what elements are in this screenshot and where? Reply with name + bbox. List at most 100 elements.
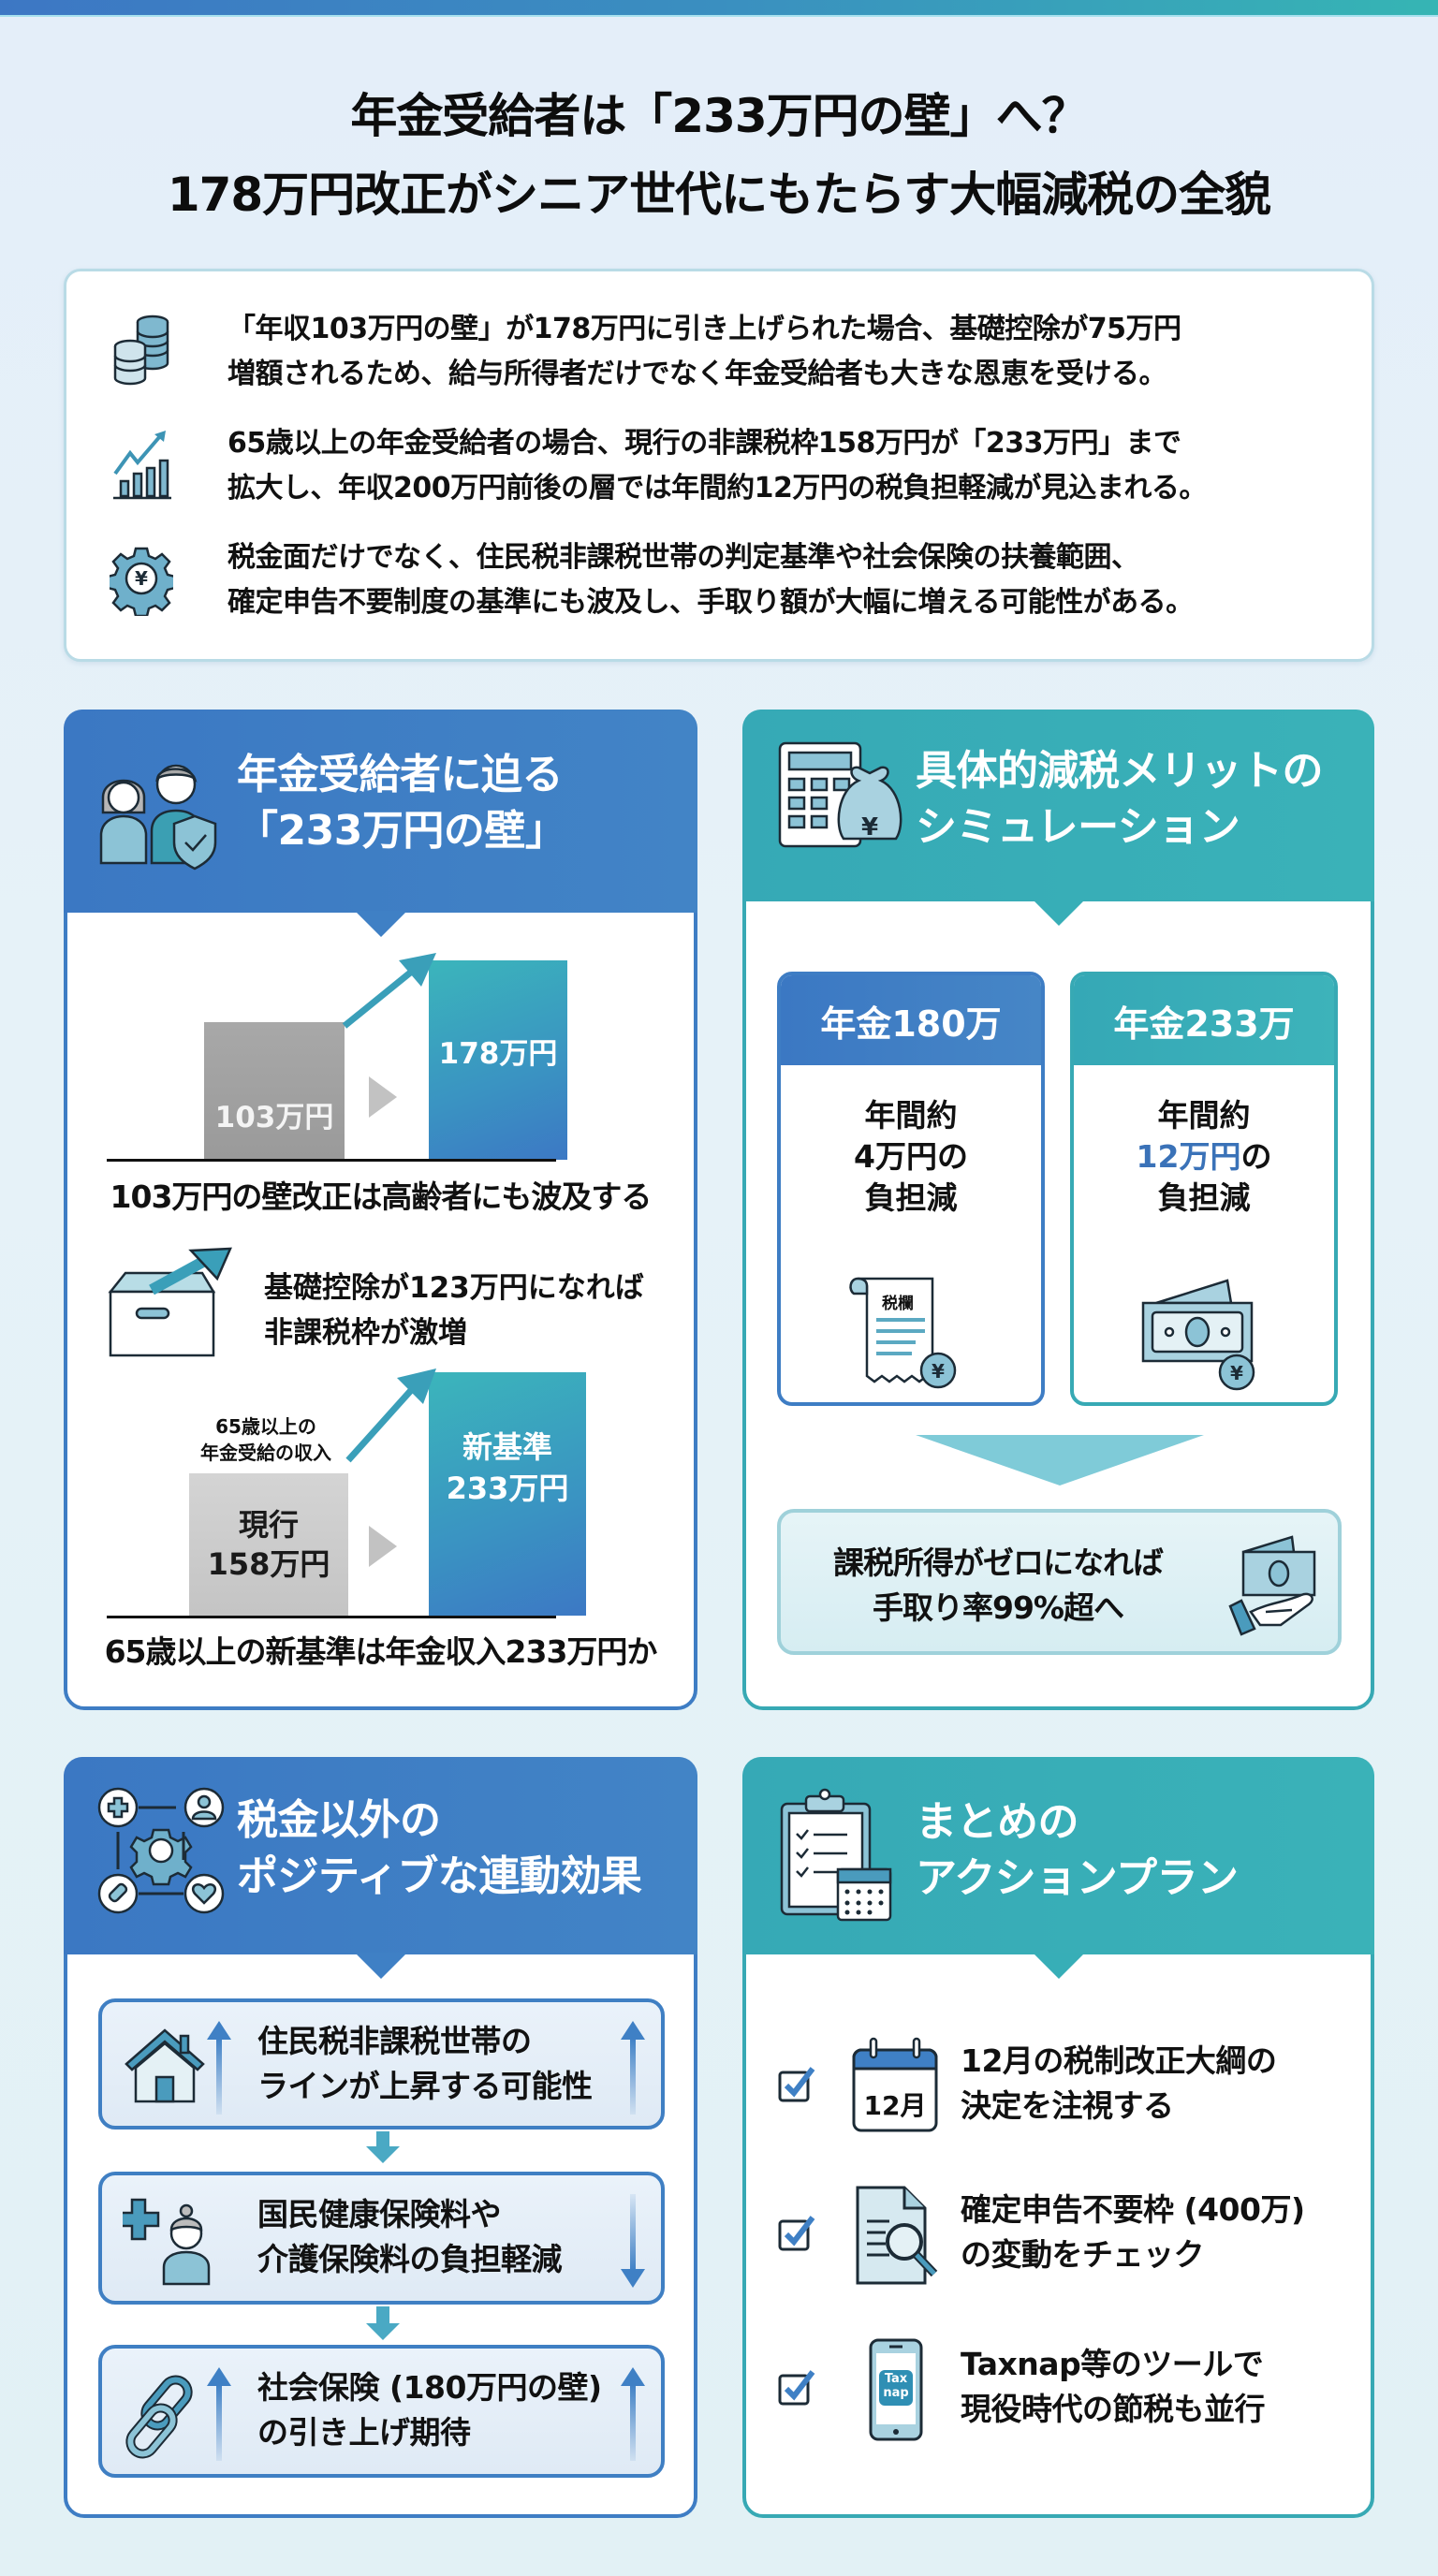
senior-couple-shield-icon	[99, 764, 217, 871]
action-text: 確定申告不要枠 (400万) の変動をチェック	[961, 2188, 1305, 2277]
action-line: 現役時代の節税も並行	[961, 2391, 1266, 2427]
clipboard-calendar-icon	[780, 1788, 892, 1922]
sim-line: 負担減	[864, 1179, 958, 1216]
action-item-tax-filing: 確定申告不要枠 (400万) の変動をチェック	[777, 2176, 1348, 2298]
panel-header: 税金以外の ポジティブな連動効果	[64, 1757, 697, 1979]
checkbox-checked-icon[interactable]	[777, 2366, 818, 2408]
chart-caption: 103万円の壁改正は高齢者にも波及する	[110, 1178, 653, 1215]
bar-old-103: 103万円	[204, 1022, 345, 1160]
linkage-line: 住民税非課税世帯の	[257, 2023, 532, 2059]
panel-title-line: ポジティブな連動効果	[237, 1852, 642, 1900]
receipt-label: 税欄	[882, 1295, 914, 1313]
summary-item: 65歳以上の年金受給者の場合、現行の非課税枠158万円が「233万円」まで 拡大…	[66, 414, 1372, 517]
sim-card-header: 年金180万	[781, 975, 1041, 1065]
header-pointer	[354, 911, 407, 937]
house-icon	[125, 2028, 205, 2103]
calendar-label: 12月	[863, 2090, 927, 2121]
linkage-item-health-insurance: 国民健康保険料や 介護保険料の負担軽減	[98, 2172, 665, 2305]
sim-line: 負担減	[1157, 1179, 1251, 1216]
page-title: 年金受給者は「233万円の壁」へ？ 178万円改正がシニア世代にもたらす大幅減税…	[0, 77, 1438, 234]
panel-header: ¥ 具体的減税メリットの シミュレーション	[742, 710, 1374, 926]
panel-title-line: シミュレーション	[916, 803, 1240, 851]
result-text: 課税所得がゼロになれば 手取り率99%超へ	[833, 1541, 1164, 1631]
deduction-text: 基礎控除が123万円になれば 非課税枠が激増	[264, 1266, 644, 1355]
panel-header: まとめの アクションプラン	[742, 1757, 1374, 1979]
linkage-line: 介護保険料の負担軽減	[257, 2241, 563, 2277]
chart-baseline	[107, 1159, 556, 1162]
panel-title: まとめの アクションプラン	[916, 1794, 1239, 1907]
flow-arrow-stem	[376, 2306, 389, 2323]
chain-link-icon	[125, 2375, 193, 2459]
app-label-line: Tax	[884, 2372, 908, 2386]
summary-text-line: 65歳以上の年金受給者の場合、現行の非課税枠158万円が「233万円」まで	[227, 427, 1181, 460]
svg-text:¥: ¥	[1230, 1362, 1243, 1384]
summary-text-line: 拡大し、年収200万円前後の層では年間約12万円の税負担軽減が見込まれる。	[227, 472, 1207, 505]
sim-card-180: 年金180万 年間約 4万円の 負担減 ¥ 税欄	[777, 972, 1045, 1406]
bar-new-178: 178万円	[429, 960, 567, 1160]
linkage-text: 国民健康保険料や 介護保険料の負担軽減	[257, 2192, 563, 2282]
svg-text:¥: ¥	[932, 1360, 945, 1383]
flow-down-arrow-icon	[366, 2323, 400, 2340]
panel-title-line: 「233万円の壁」	[237, 807, 566, 855]
action-line: の変動をチェック	[961, 2236, 1204, 2273]
header-pointer	[354, 1953, 407, 1979]
up-arrow-icon	[207, 2367, 231, 2461]
summary-text: 「年収103万円の壁」が178万円に引き上げられた場合、基礎控除が75万円 増額…	[227, 307, 1353, 397]
taxnap-app-label: Tax nap	[879, 2372, 913, 2400]
bar-label: 178万円	[438, 1037, 558, 1071]
box-with-arrow-icon	[108, 1247, 232, 1357]
panel-title-line: 税金以外の	[237, 1796, 441, 1844]
bar-label: 現行	[238, 1507, 299, 1543]
increase-arrow-icon	[342, 953, 436, 1029]
action-item-taxnap: Tax nap Taxnap等のツールで 現役時代の節税も並行	[777, 2331, 1348, 2452]
growth-chart-icon	[113, 431, 171, 500]
summary-text: 税金面だけでなく、住民税非課税世帯の判定基準や社会保険の扶養範囲、 確定申告不要…	[227, 535, 1353, 625]
bar-new-233: 新基準 233万円	[429, 1372, 586, 1616]
bar-current-158: 現行 158万円	[189, 1473, 348, 1616]
panel-title-line: アクションプラン	[916, 1854, 1239, 1902]
checkbox-checked-icon[interactable]	[777, 2063, 818, 2104]
result-box: 課税所得がゼロになれば 手取り率99%超へ	[777, 1509, 1342, 1655]
linkage-line: ラインが上昇する可能性	[257, 2068, 593, 2104]
checkbox-checked-icon[interactable]	[777, 2212, 818, 2253]
cash-yen-icon: ¥	[1141, 1279, 1255, 1391]
sim-card-233: 年金233万 年間約 12万円の 負担減 ¥	[1070, 972, 1338, 1406]
chart-note: 65歳以上の 年金受給の収入	[172, 1413, 360, 1466]
svg-text:¥: ¥	[861, 813, 878, 842]
panel-title: 税金以外の ポジティブな連動効果	[237, 1793, 642, 1905]
sim-suffix: の	[1240, 1138, 1272, 1175]
sim-amount-line: 12万円の	[1074, 1136, 1334, 1178]
up-arrow-icon	[207, 2021, 231, 2115]
sim-amount: 4万円	[854, 1138, 937, 1175]
deduction-line: 非課税枠が激増	[264, 1316, 467, 1350]
sim-line: 年間約	[1157, 1097, 1251, 1134]
chart-note-line: 65歳以上の	[215, 1415, 316, 1438]
action-line: 確定申告不要枠 (400万)	[961, 2191, 1305, 2228]
sim-card-body: 年間約 12万円の 負担減	[1074, 1095, 1334, 1219]
coin-stack-icon	[113, 315, 169, 386]
summary-text-line: 税金面だけでなく、住民税非課税世帯の判定基準や社会保険の扶養範囲、	[227, 541, 1139, 574]
play-arrow-icon	[369, 1526, 397, 1567]
up-arrow-icon	[621, 2021, 645, 2115]
summary-card: 「年収103万円の壁」が178万円に引き上げられた場合、基礎控除が75万円 増額…	[64, 269, 1374, 662]
panel-header: 年金受給者に迫る 「233万円の壁」	[64, 710, 697, 937]
linkage-text: 社会保険 (180万円の壁) の引き上げ期待	[257, 2365, 602, 2455]
calculator-moneybag-icon: ¥	[778, 741, 902, 848]
summary-text-line: 増額されるため、給与所得者だけでなく年金受給者も大きな恩恵を受ける。	[227, 358, 1167, 390]
top-accent-bar	[0, 0, 1438, 17]
chart-note-line: 年金受給の収入	[200, 1442, 331, 1464]
app-label-line: nap	[883, 2386, 909, 2400]
deduction-line: 基礎控除が123万円になれば	[264, 1271, 644, 1305]
bar-label: 新基準	[462, 1429, 552, 1465]
summary-text: 65歳以上の年金受給者の場合、現行の非課税枠158万円が「233万円」まで 拡大…	[227, 421, 1353, 511]
title-line-2: 178万円改正がシニア世代にもたらす大幅減税の全貌	[167, 168, 1271, 222]
flow-arrow-stem	[376, 2131, 389, 2146]
svg-text:¥: ¥	[135, 567, 148, 590]
calendar-december-icon	[852, 2037, 938, 2132]
result-line: 課税所得がゼロになれば	[833, 1544, 1164, 1581]
summary-text-line: 確定申告不要制度の基準にも波及し、手取り額が大幅に増える可能性がある。	[227, 586, 1194, 619]
action-text: Taxnap等のツールで 現役時代の節税も並行	[961, 2342, 1266, 2432]
header-pointer	[1032, 900, 1085, 926]
sim-amount-line: 4万円の	[781, 1136, 1041, 1178]
sim-suffix: の	[936, 1138, 968, 1175]
